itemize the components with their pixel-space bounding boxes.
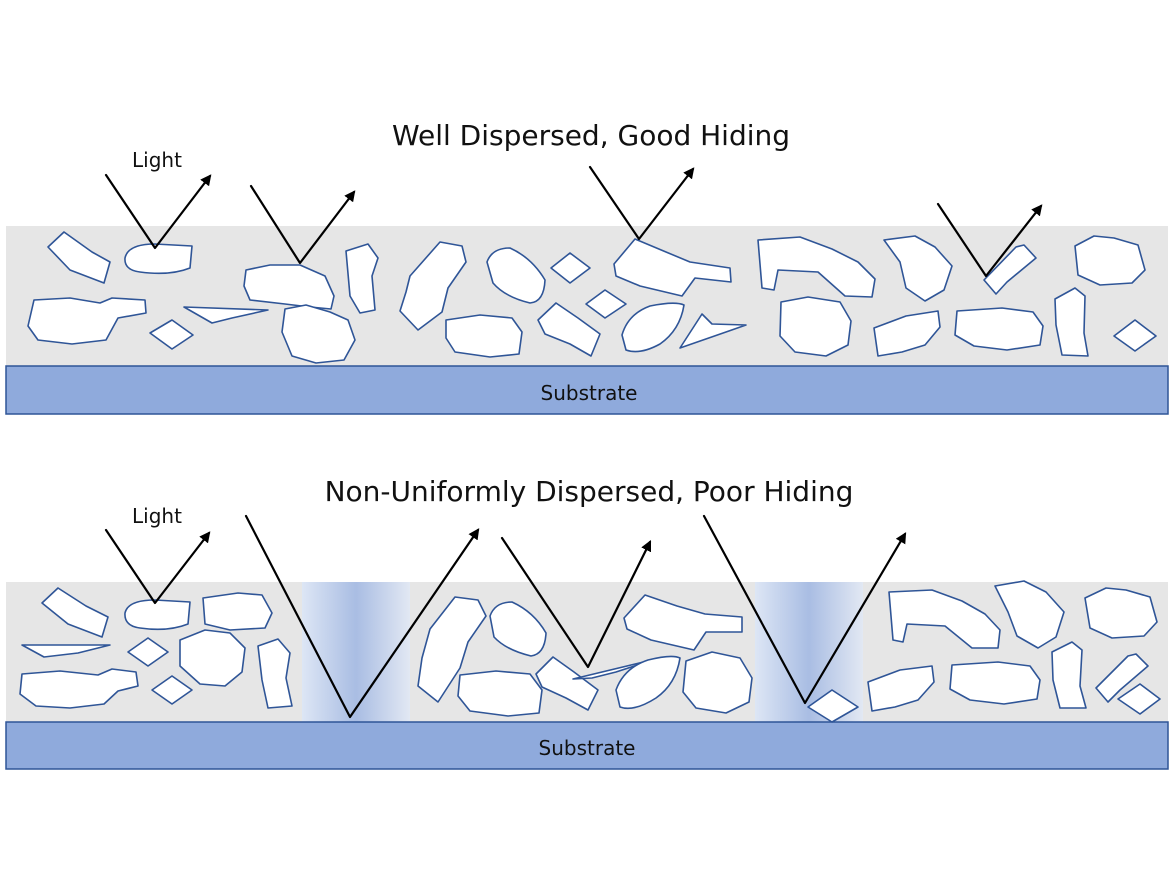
pigment-particle <box>585 289 627 319</box>
pigment-particle <box>621 302 685 353</box>
pigment-particle <box>124 599 191 631</box>
pigment-particle <box>888 589 1001 649</box>
pigment-particle <box>550 252 591 284</box>
pigment-particles <box>27 231 1157 364</box>
pigment-gap <box>302 582 410 722</box>
incident-reflected-ray <box>588 165 695 241</box>
pigment-particle <box>457 670 543 717</box>
pigment-particle <box>1084 587 1158 639</box>
pigment-particle <box>179 629 246 687</box>
pigment-particle <box>1054 287 1089 357</box>
incident-reflected-ray <box>244 514 480 719</box>
pigment-particle <box>867 665 935 712</box>
pigment-particle <box>399 241 467 331</box>
pigment-particle <box>1117 683 1161 715</box>
substrate-layer <box>5 365 1169 415</box>
pigment-particle <box>537 302 601 357</box>
pigment-particle <box>535 656 599 711</box>
light-label: Light <box>132 504 182 528</box>
pigment-particle <box>151 675 193 705</box>
pigment-particle <box>27 297 147 345</box>
pigment-particle <box>883 235 953 302</box>
pigment-particle <box>124 243 193 275</box>
substrate-label: Substrate <box>539 736 636 760</box>
pigment-particle <box>281 304 356 364</box>
pigment-particle <box>1074 235 1146 286</box>
pigment-particle <box>873 310 941 357</box>
light-label: Light <box>132 148 182 172</box>
pigment-particle <box>779 296 852 357</box>
pigment-particle <box>243 264 335 310</box>
pigment-particle <box>807 689 859 723</box>
substrate-layer <box>5 721 1169 770</box>
pigment-particle <box>1095 653 1149 703</box>
pigment-particle <box>623 594 743 651</box>
pigment-particle <box>183 306 269 324</box>
pigment-particle <box>202 592 273 631</box>
pigment-particle <box>345 243 379 314</box>
pigment-particle <box>994 580 1065 649</box>
pigment-particle <box>19 668 139 709</box>
incident-reflected-ray <box>249 184 356 265</box>
panel-poor-hiding: Non-Uniformly Dispersed, Poor Hiding Lig… <box>5 475 1169 770</box>
panel-good-hiding: Well Dispersed, Good Hiding Light Substr… <box>5 119 1169 415</box>
incident-reflected-ray <box>936 202 1043 278</box>
pigment-particle <box>149 319 194 350</box>
pigment-particle <box>127 637 169 667</box>
panel-title: Non-Uniformly Dispersed, Poor Hiding <box>325 475 854 508</box>
pigment-particles <box>19 580 1161 723</box>
pigment-particle <box>679 313 747 349</box>
incident-reflected-ray <box>104 173 212 250</box>
incident-reflected-ray <box>702 514 907 705</box>
pigment-particle <box>949 661 1041 705</box>
light-rays <box>104 514 907 719</box>
pigment-particle <box>417 596 487 703</box>
pigment-particle <box>41 587 109 638</box>
pigment-particle <box>572 658 657 680</box>
pigment-particle <box>757 236 876 298</box>
pigment-particle <box>682 651 753 714</box>
pigment-particle <box>257 638 293 709</box>
light-rays <box>104 165 1043 278</box>
incident-reflected-ray <box>500 536 652 669</box>
panel-title: Well Dispersed, Good Hiding <box>392 119 790 152</box>
pigment-particle <box>1113 319 1157 352</box>
pigment-particle <box>47 231 111 284</box>
pigment-particle <box>445 314 523 358</box>
pigment-particle <box>983 244 1037 295</box>
pigment-particle <box>954 307 1044 351</box>
pigment-particle <box>489 601 547 657</box>
pigment-particle <box>486 247 546 304</box>
incident-reflected-ray <box>104 528 211 605</box>
substrate-label: Substrate <box>541 381 638 405</box>
pigment-particle <box>613 238 732 297</box>
pigment-particle <box>615 655 681 710</box>
pigment-particle <box>21 644 111 658</box>
pigment-particle <box>1051 641 1087 709</box>
